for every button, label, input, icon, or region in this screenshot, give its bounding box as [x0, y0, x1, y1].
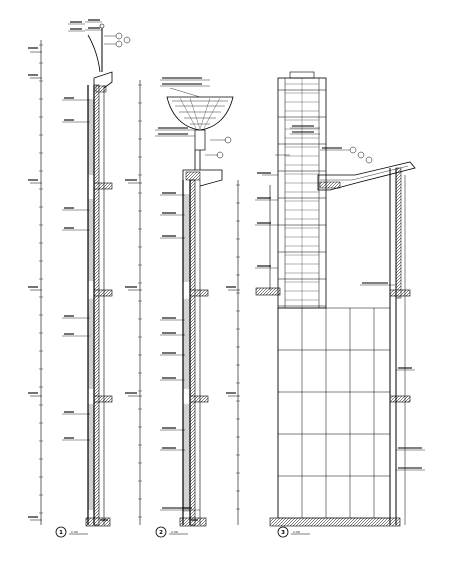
section-number-circle — [55, 526, 67, 538]
bowl-lamp — [166, 96, 234, 151]
section-scale: 1:30 — [293, 530, 300, 534]
section-label-3: 3 1:30 — [277, 526, 310, 538]
roof-cornice — [93, 71, 113, 89]
floor-slab — [93, 289, 113, 297]
foundation — [85, 517, 111, 527]
floor-slab — [389, 395, 411, 403]
dimension-ticks — [138, 84, 142, 518]
section-number: 1 — [59, 530, 63, 536]
section-2 — [128, 79, 234, 527]
floor-slab — [389, 289, 411, 297]
section-3 — [228, 71, 425, 527]
floor-slab — [93, 395, 113, 403]
insulation-bands — [183, 194, 190, 512]
dimension-ticks — [236, 184, 240, 510]
floor-slab — [189, 289, 209, 297]
wall-hatch — [395, 167, 402, 299]
floor-slab — [189, 395, 209, 403]
foundation — [179, 517, 207, 527]
parapet — [182, 169, 223, 187]
dimension-ticks — [39, 44, 43, 514]
section-number-circle — [277, 526, 289, 538]
section-number-circle — [155, 526, 167, 538]
floor-slab — [93, 182, 113, 190]
section-label-2: 2 1:30 — [155, 526, 188, 538]
dimension-text-marks — [28, 19, 422, 521]
lamp-post — [87, 34, 101, 73]
foundation — [269, 517, 401, 527]
tower-rungs — [278, 83, 326, 307]
curtain-wall-grid — [277, 307, 391, 519]
wall-hatch — [93, 84, 100, 526]
section-label-1: 1 1:30 — [55, 526, 88, 538]
roof-canopy — [317, 161, 416, 191]
wall-hatch — [189, 179, 196, 526]
insulation-bands — [88, 99, 94, 510]
section-number: 2 — [159, 530, 163, 536]
section-number: 3 — [281, 530, 285, 536]
section-scale: 1:30 — [71, 530, 78, 534]
section-1 — [30, 21, 131, 527]
section-scale: 1:30 — [171, 530, 178, 534]
